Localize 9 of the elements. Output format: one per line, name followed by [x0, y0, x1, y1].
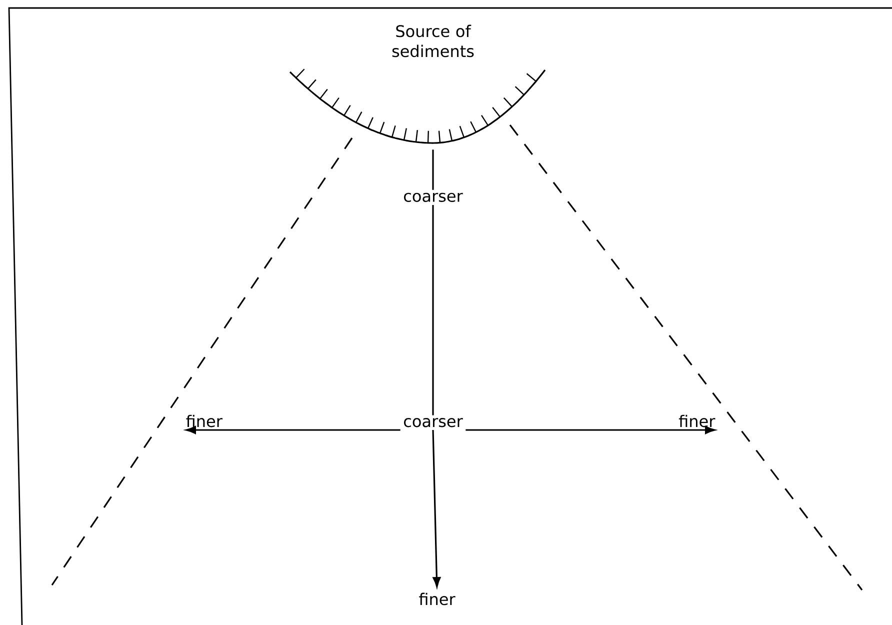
edge-label: coarser — [404, 192, 463, 202]
text-label: Source of sediments — [392, 24, 474, 58]
arrow — [466, 426, 716, 434]
arrow — [432, 430, 441, 588]
arrow — [186, 426, 400, 434]
text-label: finer — [419, 592, 456, 606]
text-label: finer — [678, 414, 716, 428]
text-label: finer — [186, 414, 222, 428]
text-label: coarser — [404, 418, 463, 428]
